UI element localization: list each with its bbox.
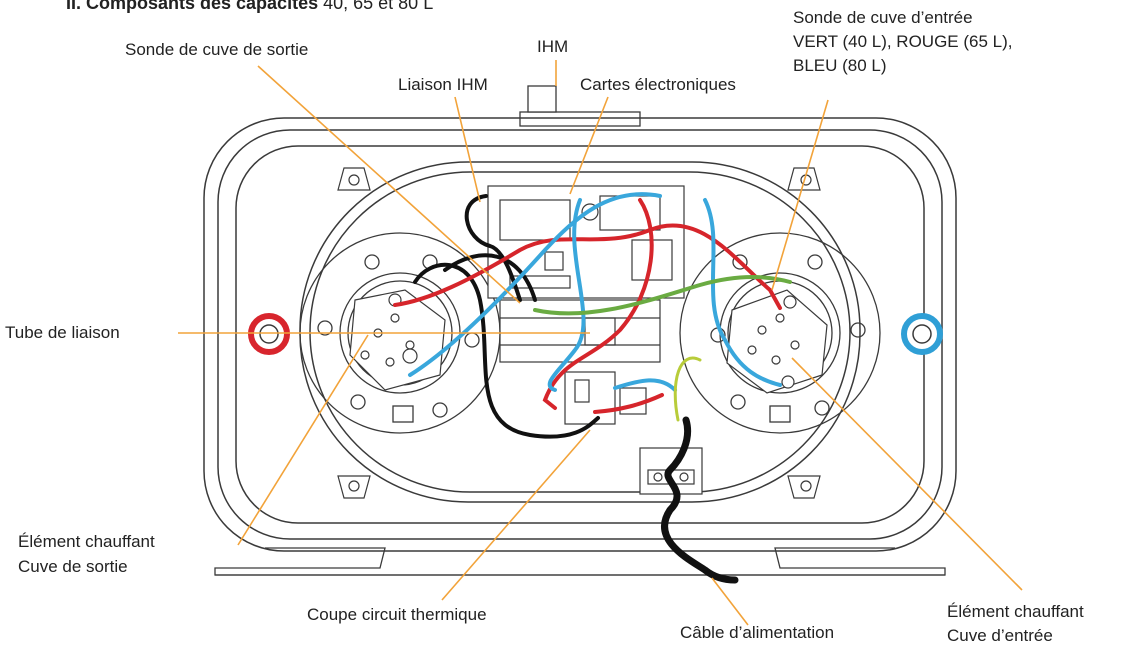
wire-green — [533, 275, 792, 316]
wire-blue-1 — [408, 192, 662, 377]
section-heading-prefix: II. Composants des capacités — [66, 0, 319, 13]
label-thermal-cutout: Coupe circuit thermique — [307, 605, 487, 624]
housing-outline — [203, 117, 957, 552]
leader-inlet-element — [791, 357, 1023, 591]
wire-power-cable — [661, 416, 739, 584]
label-inlet-probe-line-1: Sonde de cuve d’entrée — [793, 8, 973, 27]
wire-blue-3 — [547, 198, 586, 392]
outlet-heating-element-plate — [349, 289, 446, 391]
label-hmi: IHM — [537, 37, 569, 56]
wire-yellow-green — [673, 356, 702, 422]
wiring — [393, 192, 792, 584]
wire-red-3 — [593, 393, 664, 414]
label-electronic-boards: Cartes électroniques — [580, 75, 736, 94]
leader-boards — [569, 96, 609, 195]
wire-blue-4 — [613, 378, 677, 392]
hmi-module — [519, 85, 641, 127]
label-inlet-heating-element-line-2: Cuve d’entrée — [947, 626, 1053, 645]
wire-red-1 — [393, 223, 782, 310]
leader-outlet-element — [237, 334, 369, 546]
label-inlet-probe-line-2: VERT (40 L), ROUGE (65 L), — [793, 32, 1013, 51]
leader-power-cable — [711, 577, 749, 626]
wire-red-2 — [542, 198, 654, 410]
outlet-hot-water-fitting — [248, 313, 290, 355]
leader-outlet-probe — [257, 65, 521, 304]
inlet-cold-water-fitting — [901, 313, 943, 355]
label-outlet-heating-element-line-2: Cuve de sortie — [18, 557, 128, 576]
label-outlet-heating-element-line-1: Élément chauffant — [18, 532, 155, 551]
leader-lines — [178, 60, 1023, 626]
leader-thermal-cutout — [441, 429, 591, 601]
stand-base — [214, 547, 946, 576]
wire-blue-2 — [703, 198, 782, 387]
leader-hmi-link — [454, 96, 481, 203]
mounting-ears — [337, 167, 821, 499]
section-heading-capacities: 40, 65 et 80 L — [323, 0, 434, 13]
thermal-cutout-unit — [564, 371, 647, 425]
label-hmi-link: Liaison IHM — [398, 75, 488, 94]
label-inlet-heating-element-line-1: Élément chauffant — [947, 602, 1084, 621]
label-power-cable: Câble d’alimentation — [680, 623, 835, 642]
label-outlet-probe: Sonde de cuve de sortie — [125, 40, 309, 59]
label-inlet-probe-line-3: BLEU (80 L) — [793, 56, 887, 75]
leader-inlet-probe — [771, 99, 829, 291]
wire-black-loop — [443, 253, 537, 302]
section-heading: II. Composants des capacités 40, 65 et 8… — [66, 0, 433, 14]
label-connecting-tube: Tube de liaison — [5, 323, 120, 342]
